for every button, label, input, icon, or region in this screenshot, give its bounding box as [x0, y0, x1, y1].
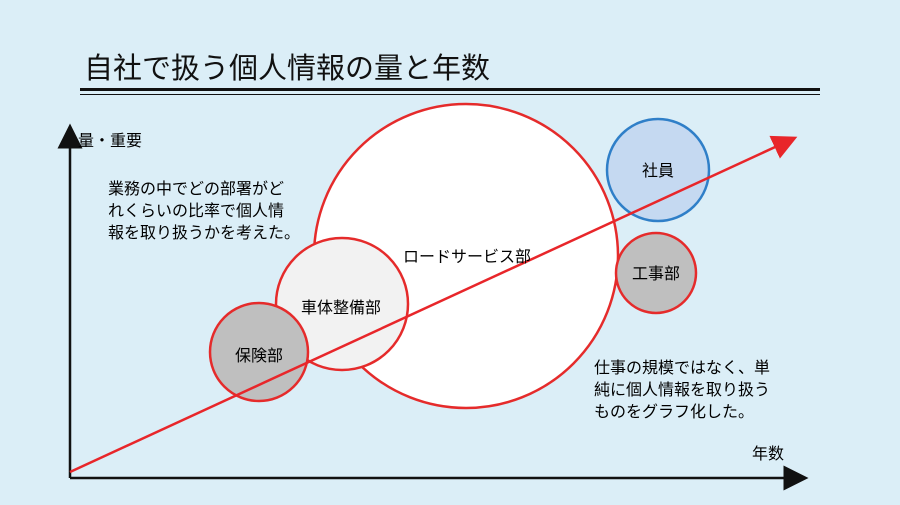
bubble-label-insurance: 保険部 [235, 346, 283, 365]
bubble-employees [605, 117, 711, 223]
bubble-label-body-repair: 車体整備部 [301, 298, 381, 317]
note-left-line-2: れくらいの比率で個人情 [108, 201, 284, 220]
note-right-line-1: 仕事の規模ではなく、単 [594, 358, 770, 377]
note-right-line-2: 純に個人情報を取り扱う [594, 380, 770, 399]
bubble-label-road-service: ロードサービス部 [403, 247, 531, 266]
title-underline-thin [80, 94, 820, 95]
bubble-body-repair [274, 236, 410, 372]
y-axis-label: 量・重要 [78, 131, 142, 150]
x-axis-label: 年数 [752, 444, 784, 463]
bubble-insurance [208, 301, 310, 403]
note-left-line-1: 業務の中でどの部署がど [108, 179, 284, 198]
bubble-construction [614, 231, 698, 315]
note-left-line-3: 報を取り扱うかを考えた。 [108, 223, 300, 242]
note-right-line-3: ものをグラフ化した。 [594, 402, 754, 421]
bubble-label-construction: 工事部 [632, 264, 680, 283]
trend-arrow [69, 135, 798, 474]
bubble-label-employees: 社員 [642, 161, 674, 180]
title-underline-thick [80, 88, 820, 91]
slide-title: 自社で扱う個人情報の量と年数 [84, 51, 491, 85]
